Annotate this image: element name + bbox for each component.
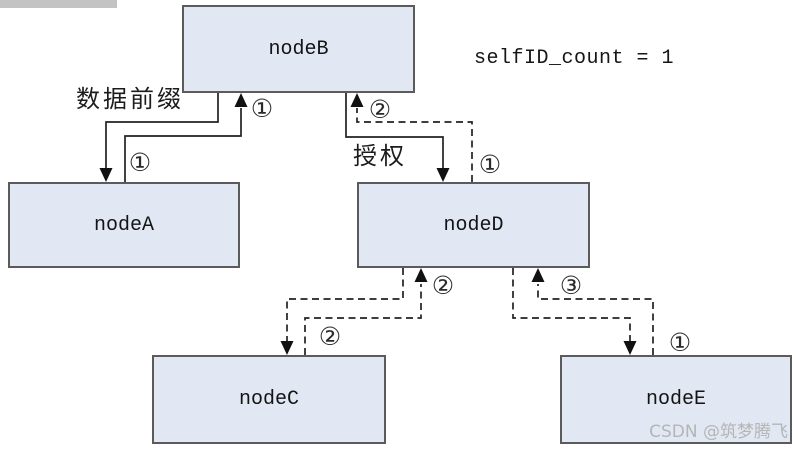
marker-e-to-d-at-d: ③ <box>559 271 583 300</box>
node-a: nodeA <box>8 182 240 268</box>
edge-label-authorization: 授权 <box>353 142 407 170</box>
edge-b-to-a-arrowhead-down-icon <box>99 168 113 182</box>
marker-a-to-b-at-b: ① <box>250 94 274 123</box>
edge-d-to-b-arrowhead-up-icon <box>350 93 364 107</box>
edge-d-to-c-line <box>286 268 404 342</box>
marker-c-to-d-at-c: ② <box>318 322 342 351</box>
node-d: nodeD <box>357 182 590 268</box>
node-a-label: nodeA <box>93 213 154 237</box>
marker-c-to-d-at-d: ② <box>431 271 455 300</box>
node-b-label: nodeB <box>268 37 329 61</box>
node-c-label: nodeC <box>238 388 299 411</box>
node-e: nodeE <box>560 355 792 444</box>
marker-e-to-d-at-e: ① <box>668 328 692 357</box>
selfid-count-annotation: selfID_count = 1 <box>474 47 675 70</box>
edge-e-to-d-arrowhead-up-icon <box>531 268 545 282</box>
edge-e-to-d-line <box>537 284 654 355</box>
node-c: nodeC <box>152 355 386 444</box>
node-b: nodeB <box>182 5 415 93</box>
marker-d-to-b-at-d: ① <box>478 150 502 179</box>
marker-a-to-b-at-a: ① <box>128 148 152 177</box>
edge-b-to-d-arrowhead-down-icon <box>436 168 450 182</box>
edge-a-to-b-arrowhead-up-icon <box>234 93 248 107</box>
edge-d-to-e-arrowhead-down-icon <box>623 341 637 355</box>
edge-d-to-c-arrowhead-down-icon <box>280 341 294 355</box>
edge-c-to-d-arrowhead-up-icon <box>414 268 428 282</box>
node-e-label: nodeE <box>645 388 706 411</box>
marker-d-to-b-at-b: ② <box>368 95 392 124</box>
csdn-watermark: CSDN @筑梦腾飞 <box>649 422 788 442</box>
edge-label-data-prefix: 数据前缀 <box>76 85 184 113</box>
node-d-label: nodeD <box>443 213 504 237</box>
corner-gray-bar <box>0 0 117 8</box>
